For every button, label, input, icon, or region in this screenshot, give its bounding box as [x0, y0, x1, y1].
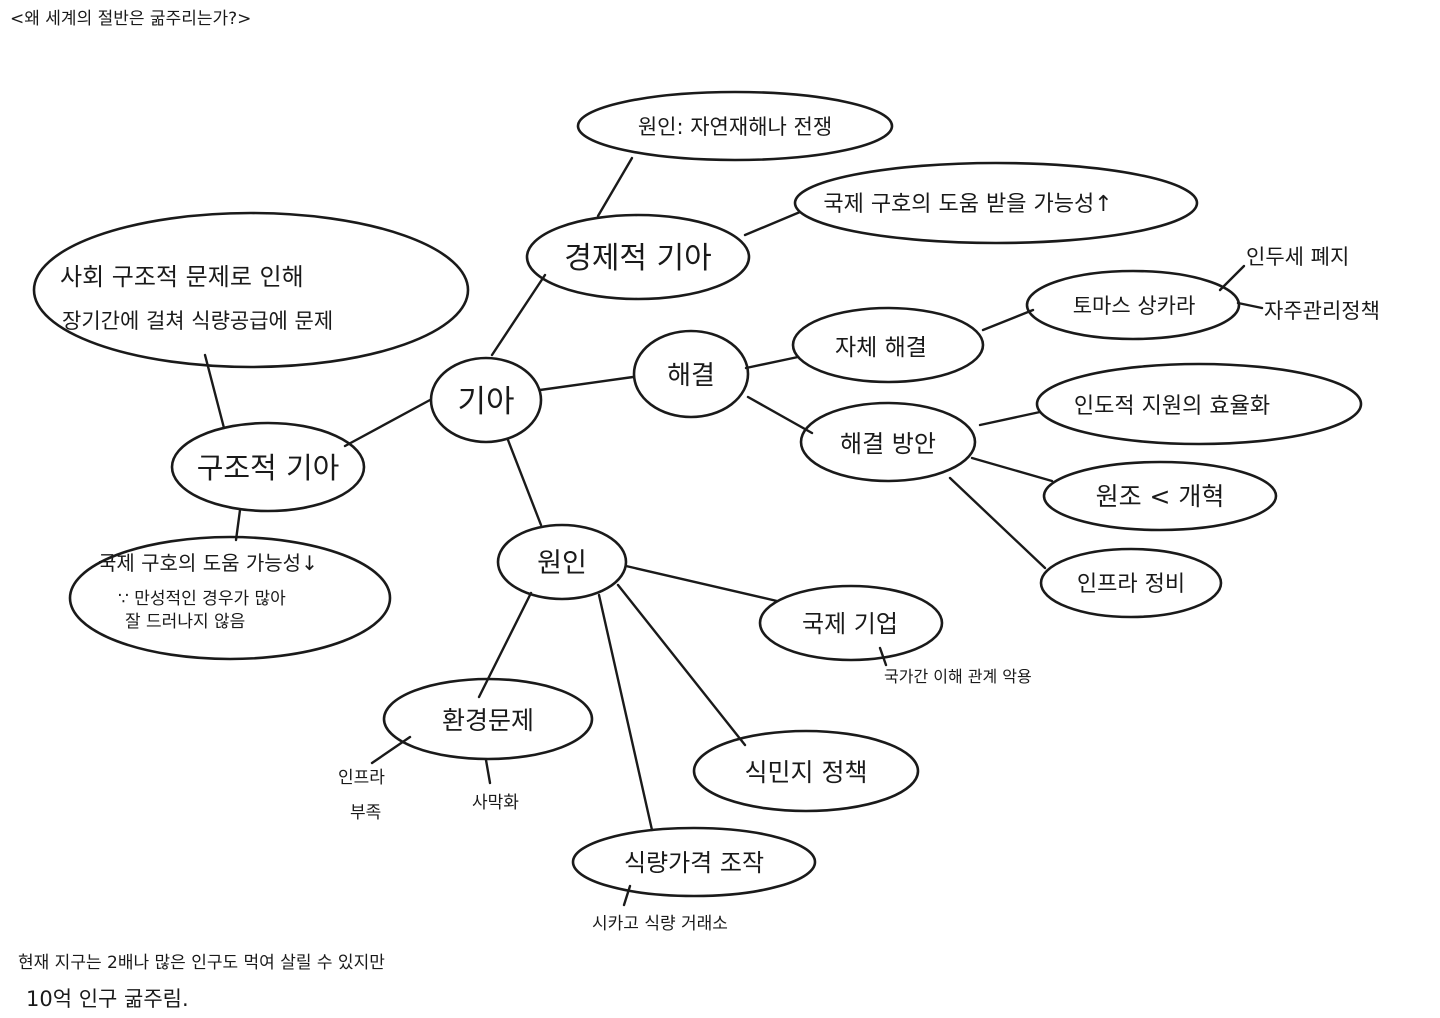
node-env-sub1-line2: 부족 [350, 803, 381, 823]
edge-cause-company [624, 564, 779, 603]
node-thomas-sub1: 인두세 폐지 [1246, 245, 1349, 269]
node-cause-price-label: 식량가격 조작 [624, 849, 764, 877]
node-cause-colonial-label: 식민지 정책 [745, 758, 868, 787]
node-structural-desc-line2: 장기간에 걸쳐 식량공급에 문제 [62, 309, 333, 333]
node-thomas-sub2: 자주관리정책 [1264, 299, 1380, 323]
node-env-sub2: 사막화 [472, 793, 519, 813]
node-cause-env-label: 환경문제 [442, 706, 534, 735]
edge-env-sub2 [484, 758, 492, 785]
node-solution: 해결 [632, 329, 750, 419]
node-center: 기아 [429, 356, 543, 444]
edges [203, 156, 1264, 907]
node-structural-effect-line1: 국제 구호의 도움 가능성↓ [98, 551, 318, 575]
node-cause-company-note: 국가간 이해 관계 악용 [884, 667, 1032, 686]
node-economic-effect-label: 국제 구호의 도움 받을 가능성↑ [823, 192, 1112, 217]
edge-self-thomas [981, 308, 1035, 332]
node-plan-sub3-label: 인프라 정비 [1077, 572, 1185, 597]
node-economic-effect: 국제 구호의 도움 받을 가능성↑ [793, 161, 1199, 245]
footer-line2: 10억 인구 굶주림. [26, 987, 189, 1011]
node-solution-plan-label: 해결 방안 [840, 430, 936, 458]
edge-env-sub1 [370, 735, 412, 765]
node-solution-self-label: 자체 해결 [835, 335, 927, 361]
node-solution-self: 자체 해결 [791, 306, 985, 384]
node-cause-label: 원인 [537, 548, 587, 579]
node-cause-price-note: 시카고 식량 거래소 [592, 914, 728, 934]
edge-economic-cause [596, 156, 634, 218]
node-economic: 경제적 기아 [525, 213, 751, 301]
edge-plan-sub2 [970, 456, 1054, 483]
node-cause-company: 국제 기업 [758, 584, 944, 662]
node-thomas: 토마스 상카라 [1025, 269, 1241, 341]
node-solution-plan: 해결 방안 [799, 401, 977, 483]
node-structural-effect-line2: ∵ 만성적인 경우가 많아 [118, 589, 286, 609]
node-structural-effect-line3: 잘 드러나지 않음 [125, 612, 245, 632]
edge-economic-effect [743, 210, 802, 237]
node-thomas-label: 토마스 상카라 [1073, 294, 1196, 318]
edge-thomas-sub2 [1236, 301, 1264, 310]
edge-center-cause [506, 438, 543, 527]
node-structural-label: 구조적 기아 [197, 451, 340, 485]
edge-cause-price [597, 593, 654, 832]
edge-center-structural [343, 398, 432, 448]
node-plan-sub2-label: 원조 < 개혁 [1096, 482, 1225, 511]
node-cause-price: 식량가격 조작 [571, 826, 817, 898]
node-economic-cause: 원인: 자연재해나 전쟁 [576, 90, 894, 162]
node-center-label: 기아 [457, 384, 514, 420]
page-title: <왜 세계의 절반은 굶주리는가?> [10, 9, 251, 29]
node-plan-sub1: 인도적 지원의 효율화 [1035, 362, 1363, 446]
footer-line1: 현재 지구는 2배나 많은 인구도 먹여 살릴 수 있지만 [18, 953, 385, 973]
node-cause-company-label: 국제 기업 [802, 610, 898, 638]
node-structural-desc: 사회 구조적 문제로 인해 장기간에 걸쳐 식량공급에 문제 [32, 211, 470, 369]
edge-price-note [622, 884, 632, 907]
node-plan-sub1-label: 인도적 지원의 효율화 [1074, 394, 1270, 419]
edge-plan-sub3 [948, 476, 1047, 570]
edge-structural-effect [234, 508, 242, 542]
edge-solution-self [744, 355, 800, 370]
edge-structural-desc [203, 353, 226, 430]
node-economic-cause-label: 원인: 자연재해나 전쟁 [638, 115, 832, 139]
edge-center-solution [538, 375, 635, 392]
edge-cause-colonial [616, 583, 747, 747]
node-economic-label: 경제적 기아 [564, 241, 712, 276]
edge-solution-plan [746, 395, 814, 435]
node-cause-env: 환경문제 [382, 677, 594, 761]
edge-center-economic [490, 273, 547, 357]
node-env-sub1-line1: 인프라 [338, 768, 385, 788]
node-plan-sub3: 인프라 정비 [1039, 547, 1223, 619]
node-structural-effect: 국제 구호의 도움 가능성↓ ∵ 만성적인 경우가 많아 잘 드러나지 않음 [68, 535, 392, 661]
node-cause: 원인 [496, 523, 628, 601]
node-cause-colonial: 식민지 정책 [692, 729, 920, 813]
node-structural-desc-line1: 사회 구조적 문제로 인해 [60, 263, 304, 291]
node-structural: 구조적 기아 [170, 421, 366, 513]
edge-plan-sub1 [978, 410, 1042, 427]
node-solution-label: 해결 [667, 361, 715, 391]
node-plan-sub2: 원조 < 개혁 [1042, 460, 1278, 532]
